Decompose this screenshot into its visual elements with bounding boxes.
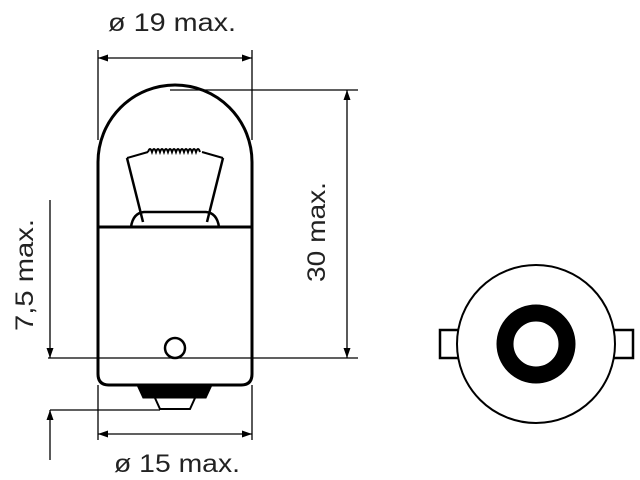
label-top-diameter: ø 19 max. (108, 9, 236, 37)
filament-lead (126, 151, 224, 159)
glass-envelope (96, 83, 254, 227)
bulb-side-view (96, 83, 254, 410)
label-base-offset: 7,5 max. (11, 219, 39, 331)
filament-coil (147, 148, 201, 156)
contact-ring (496, 304, 576, 384)
filament-support-left (125, 157, 145, 223)
base-pin-hole (163, 336, 187, 360)
label-bottom-diameter: ø 15 max. (114, 450, 240, 478)
base-contact (136, 384, 213, 399)
stem-press (129, 210, 221, 228)
filament-support-right (205, 157, 225, 223)
base-outline (456, 264, 616, 424)
contact-tip (154, 397, 196, 410)
base-cap (96, 225, 254, 387)
bulb-bottom-view (438, 264, 635, 424)
label-height: 30 max. (303, 182, 331, 282)
